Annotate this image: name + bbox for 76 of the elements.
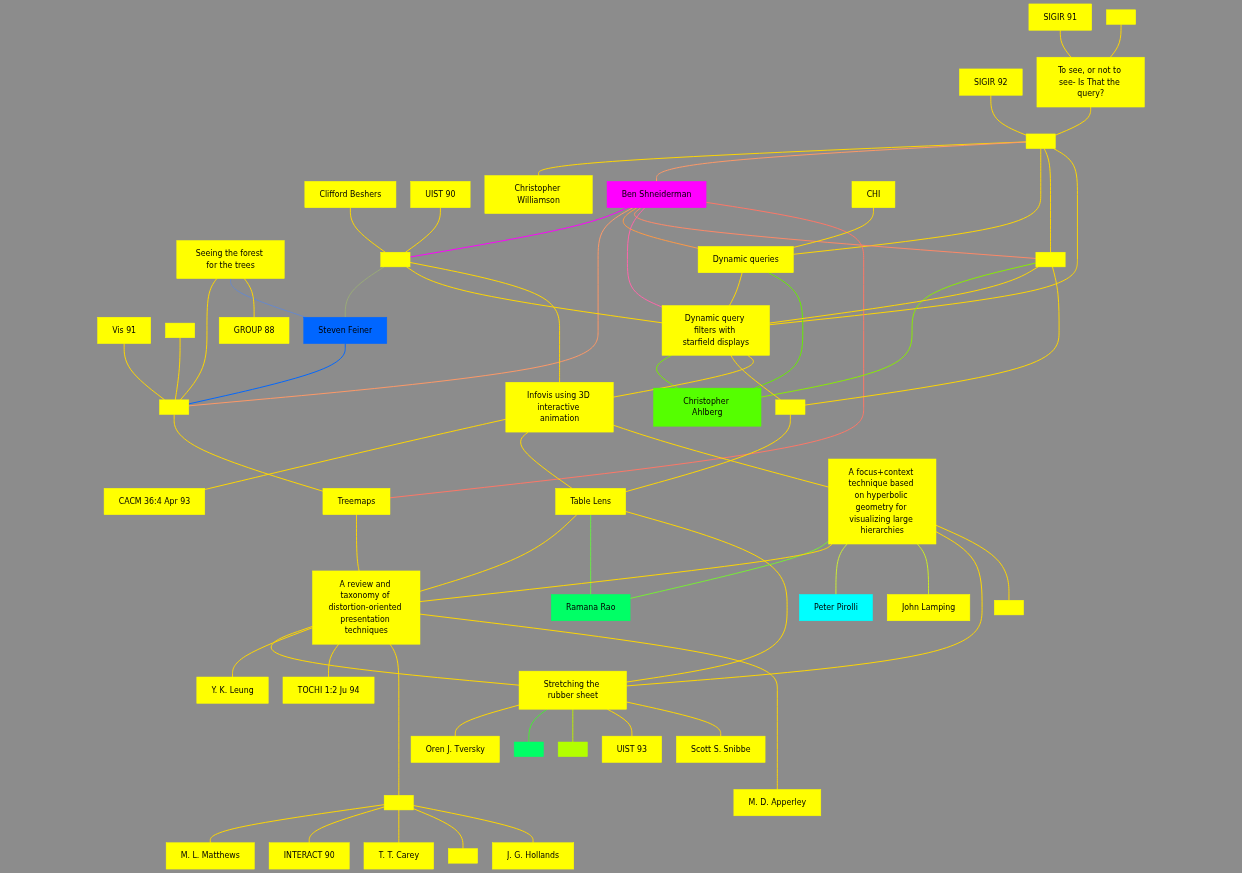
connector xyxy=(656,354,679,389)
connector xyxy=(419,514,578,592)
connector xyxy=(590,514,592,595)
connector xyxy=(730,354,782,401)
connector xyxy=(607,708,633,737)
connector xyxy=(270,625,520,686)
node-box xyxy=(380,251,411,268)
connector xyxy=(349,207,386,253)
connector xyxy=(629,540,829,599)
connector xyxy=(344,266,385,318)
connector xyxy=(656,141,1027,182)
connector xyxy=(209,804,385,844)
connector xyxy=(389,643,400,796)
connector xyxy=(625,414,791,493)
connector xyxy=(520,431,573,489)
connector xyxy=(204,418,507,490)
connector xyxy=(398,809,400,844)
connector xyxy=(179,278,218,401)
connector xyxy=(413,805,534,844)
connector xyxy=(804,266,1060,406)
connector xyxy=(188,343,346,405)
node-box xyxy=(159,399,190,415)
connector xyxy=(188,207,634,407)
connector xyxy=(916,543,929,595)
connector xyxy=(406,266,663,324)
connector xyxy=(990,94,1027,136)
connector xyxy=(626,531,983,687)
node-box xyxy=(383,795,414,811)
connector xyxy=(728,272,743,306)
connector xyxy=(1109,23,1122,58)
connector xyxy=(792,207,874,248)
connector xyxy=(538,141,1027,176)
node-box xyxy=(557,741,588,757)
connector xyxy=(328,643,340,678)
connector xyxy=(612,354,754,398)
connector xyxy=(634,207,1037,259)
connector xyxy=(625,511,788,683)
connector xyxy=(835,543,848,595)
connector xyxy=(760,262,1037,398)
node-box xyxy=(1106,9,1136,25)
connector xyxy=(405,207,441,253)
connector xyxy=(454,704,520,737)
connector xyxy=(243,278,255,318)
connector xyxy=(409,207,628,258)
node-box xyxy=(1035,251,1066,268)
connector xyxy=(355,514,360,572)
node-box xyxy=(448,848,478,864)
connector xyxy=(792,148,1042,255)
connector xyxy=(123,343,166,401)
node-box xyxy=(1025,133,1056,149)
connector xyxy=(769,266,1039,324)
connector xyxy=(1043,148,1051,253)
connector xyxy=(622,207,699,249)
connector xyxy=(232,627,313,678)
connector xyxy=(174,337,181,401)
connector xyxy=(626,207,663,308)
connector xyxy=(419,543,833,603)
connector xyxy=(769,148,1078,326)
connector xyxy=(612,424,829,488)
connector xyxy=(389,201,865,499)
connector xyxy=(626,701,722,737)
connector xyxy=(173,414,324,492)
connector xyxy=(1054,106,1092,136)
node-box xyxy=(165,322,195,338)
node-box xyxy=(775,399,806,415)
connector xyxy=(572,708,574,743)
connector xyxy=(419,613,778,790)
node-box xyxy=(994,600,1024,616)
connector xyxy=(528,708,548,743)
connector xyxy=(754,272,804,389)
connector xyxy=(413,808,464,850)
node-box xyxy=(513,741,544,757)
connector xyxy=(1059,29,1072,58)
connector xyxy=(409,261,561,383)
connector xyxy=(935,524,1010,601)
connector xyxy=(308,806,385,844)
